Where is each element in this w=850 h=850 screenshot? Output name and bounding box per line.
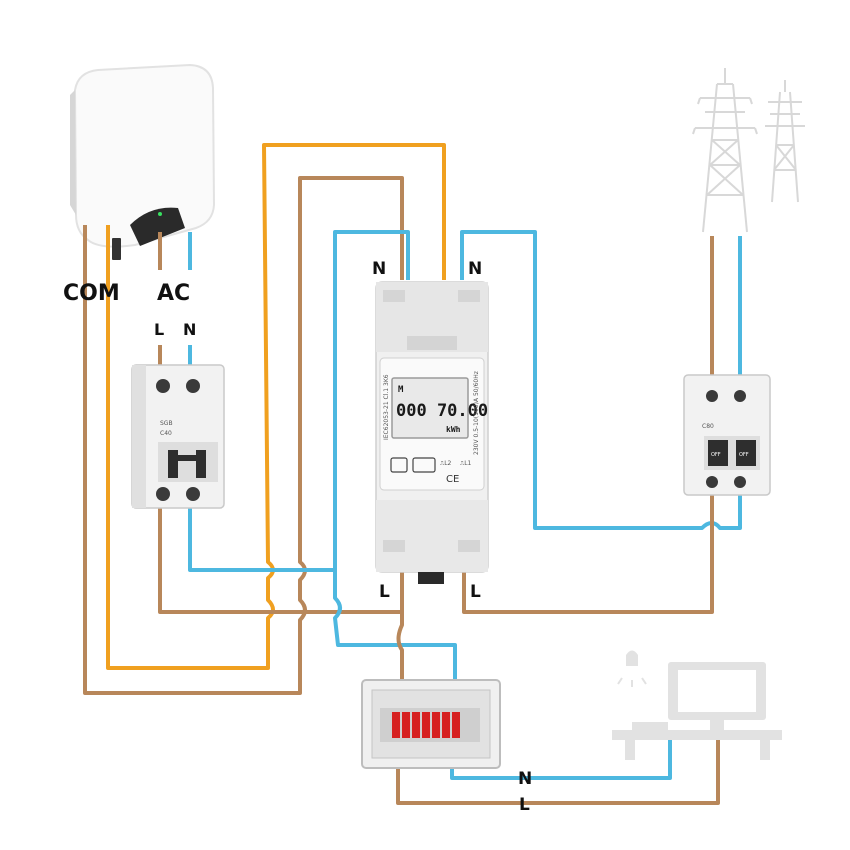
meter-side-text-left: IEC62053-21 Cl.1 3K6 — [383, 374, 390, 440]
meter-scroll-button[interactable] — [390, 457, 408, 473]
wires — [83, 143, 742, 805]
breaker-left-brand: SGB — [160, 420, 173, 427]
label-breaker-n: N — [183, 320, 196, 339]
distribution-panel — [361, 679, 501, 769]
label-com: COM — [63, 281, 120, 306]
panel-n-load — [450, 735, 672, 780]
label-breaker-l: L — [154, 320, 164, 339]
meter-display-unit: kWh — [446, 425, 461, 434]
label-panel-n: N — [518, 769, 532, 789]
household-loads — [612, 650, 782, 760]
blue-to-panel — [333, 570, 457, 680]
meter-enter-button[interactable] — [412, 457, 436, 473]
breaker-left: SGB C40 — [131, 364, 225, 509]
blue-n-grid — [460, 230, 742, 530]
blue-n-breaker — [188, 230, 410, 572]
breaker-right-rating: C80 — [702, 423, 714, 430]
brown-l-panel — [396, 612, 404, 680]
panel-l-load — [396, 735, 720, 805]
meter-display-m: M — [398, 385, 404, 395]
meter-side-text-right: 230V 0.5-10(100)A 50/60Hz — [473, 371, 480, 455]
label-meter-bottom-l-left: L — [379, 582, 390, 602]
meter-display-value: 000 70.00 — [396, 401, 488, 421]
energy-meter: M 000 70.00 kWh IEC62053-21 Cl.1 3K6 230… — [375, 281, 489, 584]
label-ac: AC — [157, 281, 190, 306]
label-meter-top-n-right: N — [468, 259, 482, 279]
orange-com-wire — [106, 143, 446, 670]
breaker-left-rating: C40 — [160, 430, 172, 437]
label-panel-l: L — [519, 795, 530, 815]
brown-l-grid — [462, 495, 714, 614]
breaker-right-off-left: OFF — [711, 452, 721, 458]
inverter — [70, 63, 216, 260]
meter-ce-mark: CE — [446, 474, 459, 485]
meter-pulse-l1: ⎍L1 — [460, 460, 472, 467]
breaker-right: C80 OFF OFF — [683, 374, 771, 496]
meter-pulse-l2: ⎍L2 — [440, 460, 452, 467]
label-meter-top-n-left: N — [372, 259, 386, 279]
brown-l-breaker — [158, 232, 404, 614]
breaker-right-off-right: OFF — [739, 452, 749, 458]
labels: COM AC L N N N L L N L — [63, 259, 532, 815]
brown-wire-outer — [83, 176, 404, 695]
label-meter-bottom-l-right: L — [470, 582, 481, 602]
power-pylons — [692, 68, 805, 233]
